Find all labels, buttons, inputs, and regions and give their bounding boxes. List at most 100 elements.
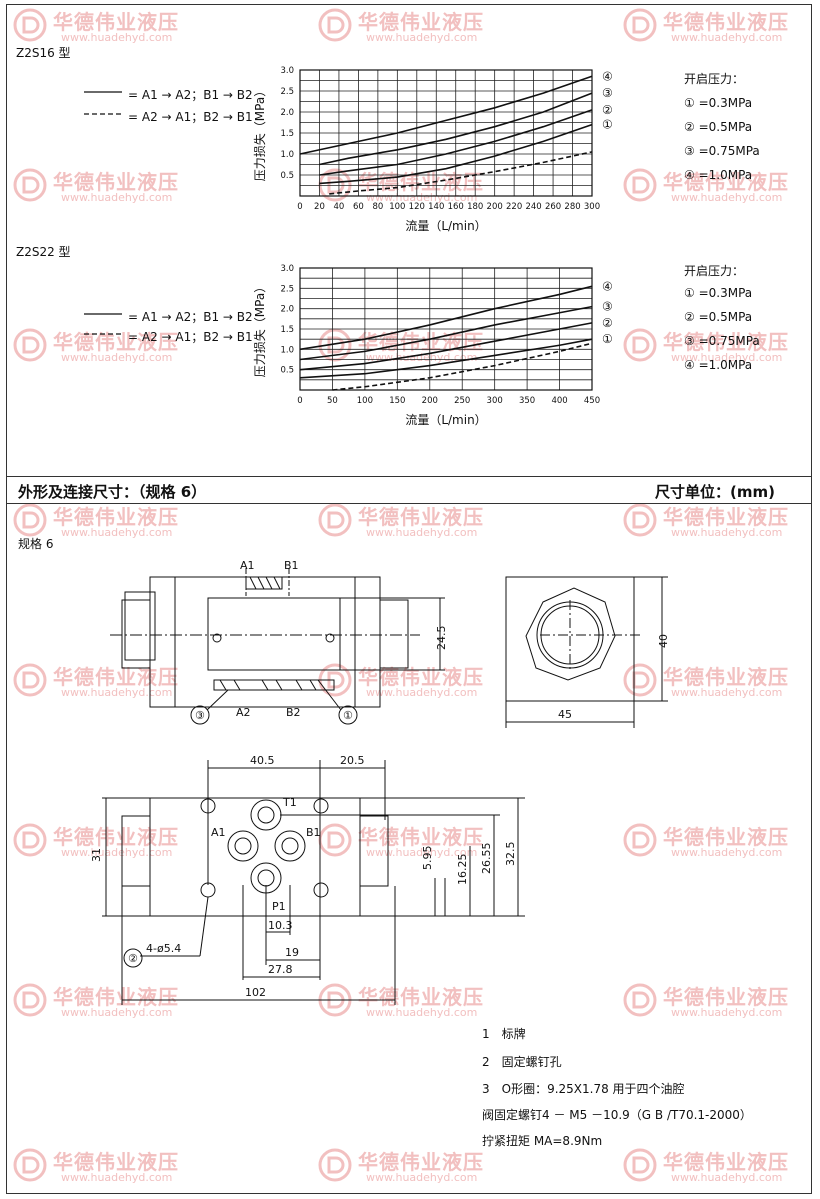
dim-45: 45 <box>558 708 572 721</box>
x-tick-label: 50 <box>327 396 338 406</box>
watermark-logo-icon <box>13 823 47 857</box>
note-2: 2 固定螺钉孔 <box>482 1055 562 1069</box>
chart2-model-label: Z2S22 型 <box>16 245 71 259</box>
page-frame <box>6 4 812 1194</box>
chart1-legend-dashed-label: = A2 → A1；B2 → B1 <box>128 110 253 124</box>
watermark-logo-icon <box>623 823 657 857</box>
y-tick-label: 1.0 <box>280 150 294 160</box>
dimension-drawing: A1 B1 A2 B2 ③ ① 24.5 40 45 40.5 20.5 T1 … <box>90 559 670 1005</box>
dim-16-25: 16.25 <box>456 854 469 886</box>
x-tick-label: 200 <box>422 396 438 406</box>
x-axis-label: 流量（L/min） <box>405 219 486 233</box>
watermark-url: www.huadehyd.com <box>366 686 478 699</box>
dim-32-5: 32.5 <box>504 842 517 867</box>
label-a1-top: A1 <box>240 559 255 572</box>
watermark-logo-icon <box>623 168 657 202</box>
chart1-opening-2: ② =0.5MPa <box>684 120 753 134</box>
label-a1: A1 <box>211 826 226 839</box>
x-tick-label: 450 <box>584 396 600 406</box>
y-tick-label: 2.5 <box>280 87 294 97</box>
dim-31: 31 <box>90 848 103 862</box>
watermark-brand: 华德伟业液压 <box>663 985 789 1009</box>
watermark-url: www.huadehyd.com <box>366 526 478 539</box>
watermark-brand: 华德伟业液压 <box>53 10 179 34</box>
y-tick-label: 2.5 <box>280 284 294 294</box>
series-line <box>299 338 593 379</box>
dim-24-5: 24.5 <box>435 626 448 651</box>
curve-marker: ④ <box>602 279 613 293</box>
watermark-url: www.huadehyd.com <box>671 686 783 699</box>
x-tick-label: 0 <box>297 202 302 212</box>
label-t1: T1 <box>282 796 297 809</box>
x-tick-label: 240 <box>525 202 541 212</box>
watermark-logo-icon <box>623 503 657 537</box>
port-face-view <box>102 760 525 1005</box>
watermark-url: www.huadehyd.com <box>671 846 783 859</box>
end-view <box>505 576 668 728</box>
chart1-opening-title: 开启压力： <box>684 72 745 86</box>
section-title: 外形及连接尺寸：（规格 6） <box>18 483 207 501</box>
watermark-url: www.huadehyd.com <box>671 31 783 44</box>
note-3: 3 O形圈：9.25X1.78 用于四个油腔 <box>482 1082 685 1096</box>
label-b1-top: B1 <box>284 559 299 572</box>
curve-marker: ① <box>602 118 613 132</box>
x-tick-label: 200 <box>487 202 503 212</box>
curve-marker: ③ <box>602 86 613 100</box>
spec-label: 规格 6 <box>18 537 54 551</box>
label-a2: A2 <box>236 706 251 719</box>
dim-102: 102 <box>245 986 266 999</box>
x-tick-label: 100 <box>357 396 373 406</box>
series-line <box>329 151 593 195</box>
x-tick-label: 350 <box>519 396 535 406</box>
watermark-brand: 华德伟业液压 <box>358 505 484 529</box>
divider-bottom <box>6 503 812 504</box>
label-b1: B1 <box>306 826 321 839</box>
y-tick-label: 3.0 <box>280 264 294 274</box>
x-tick-label: 160 <box>448 202 464 212</box>
watermark-logo-icon <box>13 168 47 202</box>
dim-5-95: 5.95 <box>421 846 434 871</box>
x-tick-label: 0 <box>297 396 302 406</box>
note-5: 拧紧扭矩 MA=8.9Nm <box>482 1134 603 1148</box>
watermark-logo-icon <box>13 8 47 42</box>
watermark-logo-icon <box>623 983 657 1017</box>
dim-10-3: 10.3 <box>268 919 293 932</box>
watermark-logo-icon <box>13 503 47 537</box>
watermark-logo-icon <box>623 328 657 362</box>
callout-1-side: ① <box>343 709 353 722</box>
chart2-opening-4: ④ =1.0MPa <box>684 358 753 372</box>
x-tick-label: 180 <box>467 202 483 212</box>
chart2-opening-title: 开启压力： <box>684 264 745 278</box>
watermark-brand: 华德伟业液压 <box>358 665 484 689</box>
series-line <box>319 123 593 185</box>
chart1-opening-1: ① =0.3MPa <box>684 96 753 110</box>
chart2-legend-dashed-label: = A2 → A1；B2 → B1 <box>128 330 253 344</box>
watermark-brand: 华德伟业液压 <box>53 330 179 354</box>
side-view <box>110 568 445 725</box>
dim-20-5: 20.5 <box>340 754 365 767</box>
watermark-logo-icon <box>318 1148 352 1182</box>
watermark-url: www.huadehyd.com <box>671 1171 783 1184</box>
watermark-brand: 华德伟业液压 <box>663 330 789 354</box>
dim-holes: 4-ø5.4 <box>146 942 181 955</box>
curve-marker: ② <box>602 316 613 330</box>
x-tick-label: 100 <box>389 202 405 212</box>
watermark-logo-icon <box>318 168 352 202</box>
note-4: 阀固定螺钉4 － M5 －10.9（G B /T70.1-2000） <box>482 1108 752 1122</box>
plot-frame <box>299 267 593 391</box>
dim-26-55: 26.55 <box>480 843 493 875</box>
watermark-brand: 华德伟业液压 <box>53 170 179 194</box>
watermark-url: www.huadehyd.com <box>61 1006 173 1019</box>
chart2-legend <box>84 313 122 335</box>
watermark-url: www.huadehyd.com <box>366 31 478 44</box>
